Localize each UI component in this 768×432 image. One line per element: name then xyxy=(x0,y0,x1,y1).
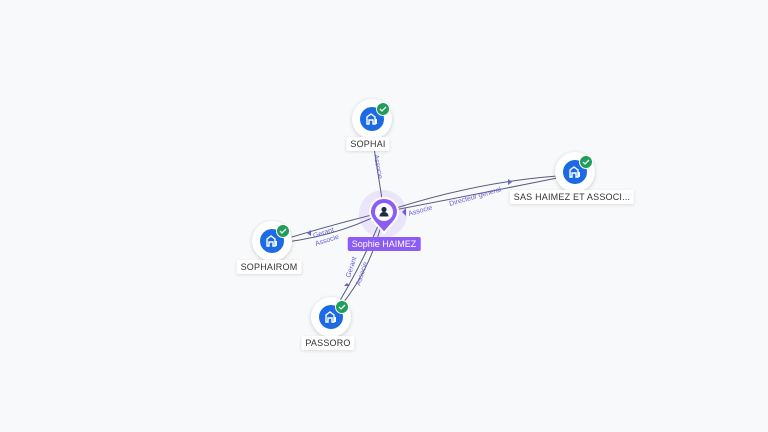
edge-label-passoro-gerant: Gerant xyxy=(345,256,358,279)
arrow-sophairom xyxy=(307,230,311,236)
company-node-sas[interactable] xyxy=(555,152,595,192)
verified-icon xyxy=(335,300,349,314)
company-node-sophairom[interactable] xyxy=(252,221,292,261)
verified-icon xyxy=(276,224,290,238)
arrow-passoro xyxy=(344,283,350,286)
edge-sas-2 xyxy=(383,174,573,213)
company-label-sas[interactable]: SAS HAIMEZ ET ASSOCI... xyxy=(509,190,635,204)
company-node-passoro[interactable] xyxy=(311,297,351,337)
verified-icon xyxy=(579,155,593,169)
edge-sas-1 xyxy=(383,174,573,213)
building-icon xyxy=(563,160,587,184)
company-label-passoro[interactable]: PASSORO xyxy=(301,336,355,350)
person-name-label[interactable]: Sophie HAIMEZ xyxy=(347,237,421,251)
edge-label-sas-directeur: Directeur general xyxy=(449,186,503,208)
person-icon xyxy=(368,196,400,235)
edge-label-sophai-associe: Associe xyxy=(372,154,383,179)
company-label-sophairom[interactable]: SOPHAIROM xyxy=(236,260,302,274)
arrow-sas xyxy=(402,208,406,216)
company-node-sophai[interactable] xyxy=(352,99,392,139)
arrow-sas-end xyxy=(508,179,512,185)
person-node[interactable] xyxy=(368,196,400,240)
company-label-sophai[interactable]: SOPHAI xyxy=(346,137,390,151)
edge-label-passoro-associe: Associe xyxy=(355,261,369,287)
verified-icon xyxy=(376,102,390,116)
